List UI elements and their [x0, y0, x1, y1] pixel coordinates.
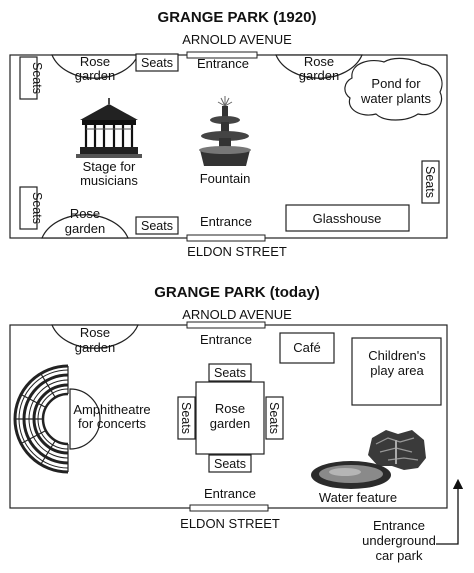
- play-area-label-line1: Children's: [368, 348, 426, 363]
- seats-label: Seats: [30, 62, 44, 94]
- map-1920: GRANGE PARK (1920) ARNOLD AVENUE Rose ga…: [9, 9, 448, 259]
- play-area-today: Children's play area: [351, 337, 442, 406]
- water-feature-label: Water feature: [319, 490, 397, 505]
- map-1920-north-street: ARNOLD AVENUE: [182, 32, 292, 47]
- cafe-today: Café: [279, 332, 335, 364]
- seats-today-center-top: Seats: [208, 363, 252, 382]
- seats-1920-left-bottom: Seats: [19, 186, 44, 230]
- seats-label: Seats: [30, 192, 44, 224]
- fountain-label: Fountain: [200, 171, 251, 186]
- car-park-entrance-today: Entrance underground car park: [362, 478, 464, 563]
- pond-label-line2: water plants: [360, 91, 432, 106]
- water-feature-icon: [311, 430, 426, 489]
- rose-garden-label-line1: Rose: [215, 401, 245, 416]
- rose-garden-label-line2: garden: [210, 416, 250, 431]
- entrance-today-top: Entrance: [186, 321, 266, 347]
- rose-garden-label-line2: garden: [75, 340, 115, 355]
- seats-1920-right: Seats: [421, 160, 440, 204]
- rose-garden-today-top-left: Rose garden: [51, 324, 139, 355]
- stage-label-line1: Stage for: [83, 159, 136, 174]
- amphitheatre-label-line2: for concerts: [78, 416, 146, 431]
- amphitheatre-seating-icon: [13, 364, 69, 474]
- rose-garden-label-line1: Rose: [70, 206, 100, 221]
- seats-1920-bottom: Seats: [135, 216, 179, 235]
- seats-today-center-bottom: Seats: [208, 454, 252, 473]
- cafe-label: Café: [293, 340, 320, 355]
- rose-garden-label-line2: garden: [299, 68, 339, 83]
- pond-label-line1: Pond for: [371, 76, 421, 91]
- entrance-label: Entrance: [204, 486, 256, 501]
- car-park-label-line3: car park: [376, 548, 423, 563]
- seats-label: Seats: [214, 457, 246, 471]
- map-today: GRANGE PARK (today) ARNOLD AVENUE Entran…: [9, 284, 464, 563]
- rose-garden-today-center: Rose garden: [195, 381, 265, 455]
- stage-label-line2: musicians: [80, 173, 138, 188]
- rose-garden-label-line1: Rose: [304, 54, 334, 69]
- rose-garden-1920-bottom-left: Rose garden: [41, 206, 129, 239]
- seats-label: Seats: [423, 166, 437, 198]
- map-today-north-street: ARNOLD AVENUE: [182, 307, 292, 322]
- map-today-south-street: ELDON STREET: [180, 516, 280, 531]
- arrow-icon: [436, 478, 464, 545]
- entrance-label: Entrance: [200, 214, 252, 229]
- entrance-1920-bottom: Entrance: [186, 214, 266, 242]
- amphitheatre-stage: [69, 388, 101, 450]
- map-1920-south-street: ELDON STREET: [187, 244, 287, 259]
- seats-1920-left-top: Seats: [19, 56, 44, 100]
- fountain-1920: Fountain: [199, 96, 251, 186]
- seats-label: Seats: [214, 366, 246, 380]
- seats-1920-top: Seats: [135, 53, 179, 72]
- fountain-icon: [199, 96, 251, 166]
- seats-label: Seats: [141, 219, 173, 233]
- pond-1920: Pond for water plants: [344, 57, 443, 121]
- entrance-label: Entrance: [197, 56, 249, 71]
- amphitheatre-today: Amphitheatre for concerts: [13, 364, 151, 474]
- play-area-label-line2: play area: [370, 363, 424, 378]
- rose-garden-1920-top-right: Rose garden: [275, 54, 363, 83]
- gazebo-icon: [76, 98, 142, 158]
- amphitheatre-label-line1: Amphitheatre: [73, 402, 150, 417]
- seats-label: Seats: [267, 402, 281, 434]
- seats-today-center-left: Seats: [177, 396, 196, 440]
- entrance-today-bottom: Entrance: [189, 486, 269, 512]
- glasshouse-label: Glasshouse: [313, 211, 382, 226]
- rose-garden-label-line2: garden: [75, 68, 115, 83]
- map-today-title: GRANGE PARK (today): [154, 284, 320, 301]
- car-park-label-line1: Entrance: [373, 518, 425, 533]
- rose-garden-label-line1: Rose: [80, 325, 110, 340]
- map-1920-title: GRANGE PARK (1920): [158, 9, 317, 26]
- seats-label: Seats: [141, 56, 173, 70]
- rose-garden-1920-top-left: Rose garden: [51, 54, 139, 83]
- seats-today-center-right: Seats: [265, 396, 284, 440]
- car-park-label-line2: underground: [362, 533, 436, 548]
- entrance-1920-top: Entrance: [186, 51, 258, 71]
- seats-label: Seats: [179, 402, 193, 434]
- rose-garden-label-line1: Rose: [80, 54, 110, 69]
- water-feature-today: Water feature: [311, 430, 426, 505]
- entrance-label: Entrance: [200, 332, 252, 347]
- rose-garden-label-line2: garden: [65, 221, 105, 236]
- stage-1920: Stage for musicians: [76, 98, 142, 188]
- glasshouse-1920: Glasshouse: [285, 204, 410, 232]
